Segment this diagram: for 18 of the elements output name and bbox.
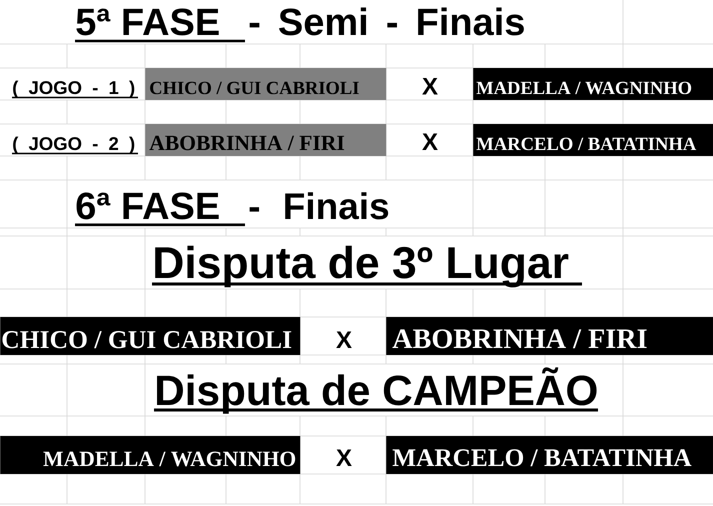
heading: 6ª FASE: [75, 192, 245, 226]
team-box: ABOBRINHA / FIRI: [145, 124, 386, 156]
team-box: MARCELO / BATATINHA: [386, 436, 713, 474]
versus-mark: X: [336, 331, 352, 348]
team-box: CHICO / GUI CABRIOLI: [0, 317, 300, 355]
team-box: MARCELO / BATATINHA: [473, 124, 713, 156]
team-box: MADELLA / WAGNINHO: [0, 436, 300, 474]
team-box: CHICO / GUI CABRIOLI: [145, 68, 386, 100]
versus-mark: X: [336, 449, 352, 466]
versus-mark: X: [422, 133, 438, 150]
team-box: ABOBRINHA / FIRI: [386, 317, 713, 355]
heading: Disputa de CAMPEÃO: [154, 367, 598, 414]
team-box: MADELLA / WAGNINHO: [473, 68, 713, 100]
versus-mark: X: [422, 78, 438, 94]
heading: - Semi - Finais: [250, 7, 524, 36]
heading: - Finais: [250, 192, 388, 220]
heading: Disputa de 3º Lugar: [152, 246, 582, 288]
heading: 5ª FASE: [75, 8, 245, 42]
